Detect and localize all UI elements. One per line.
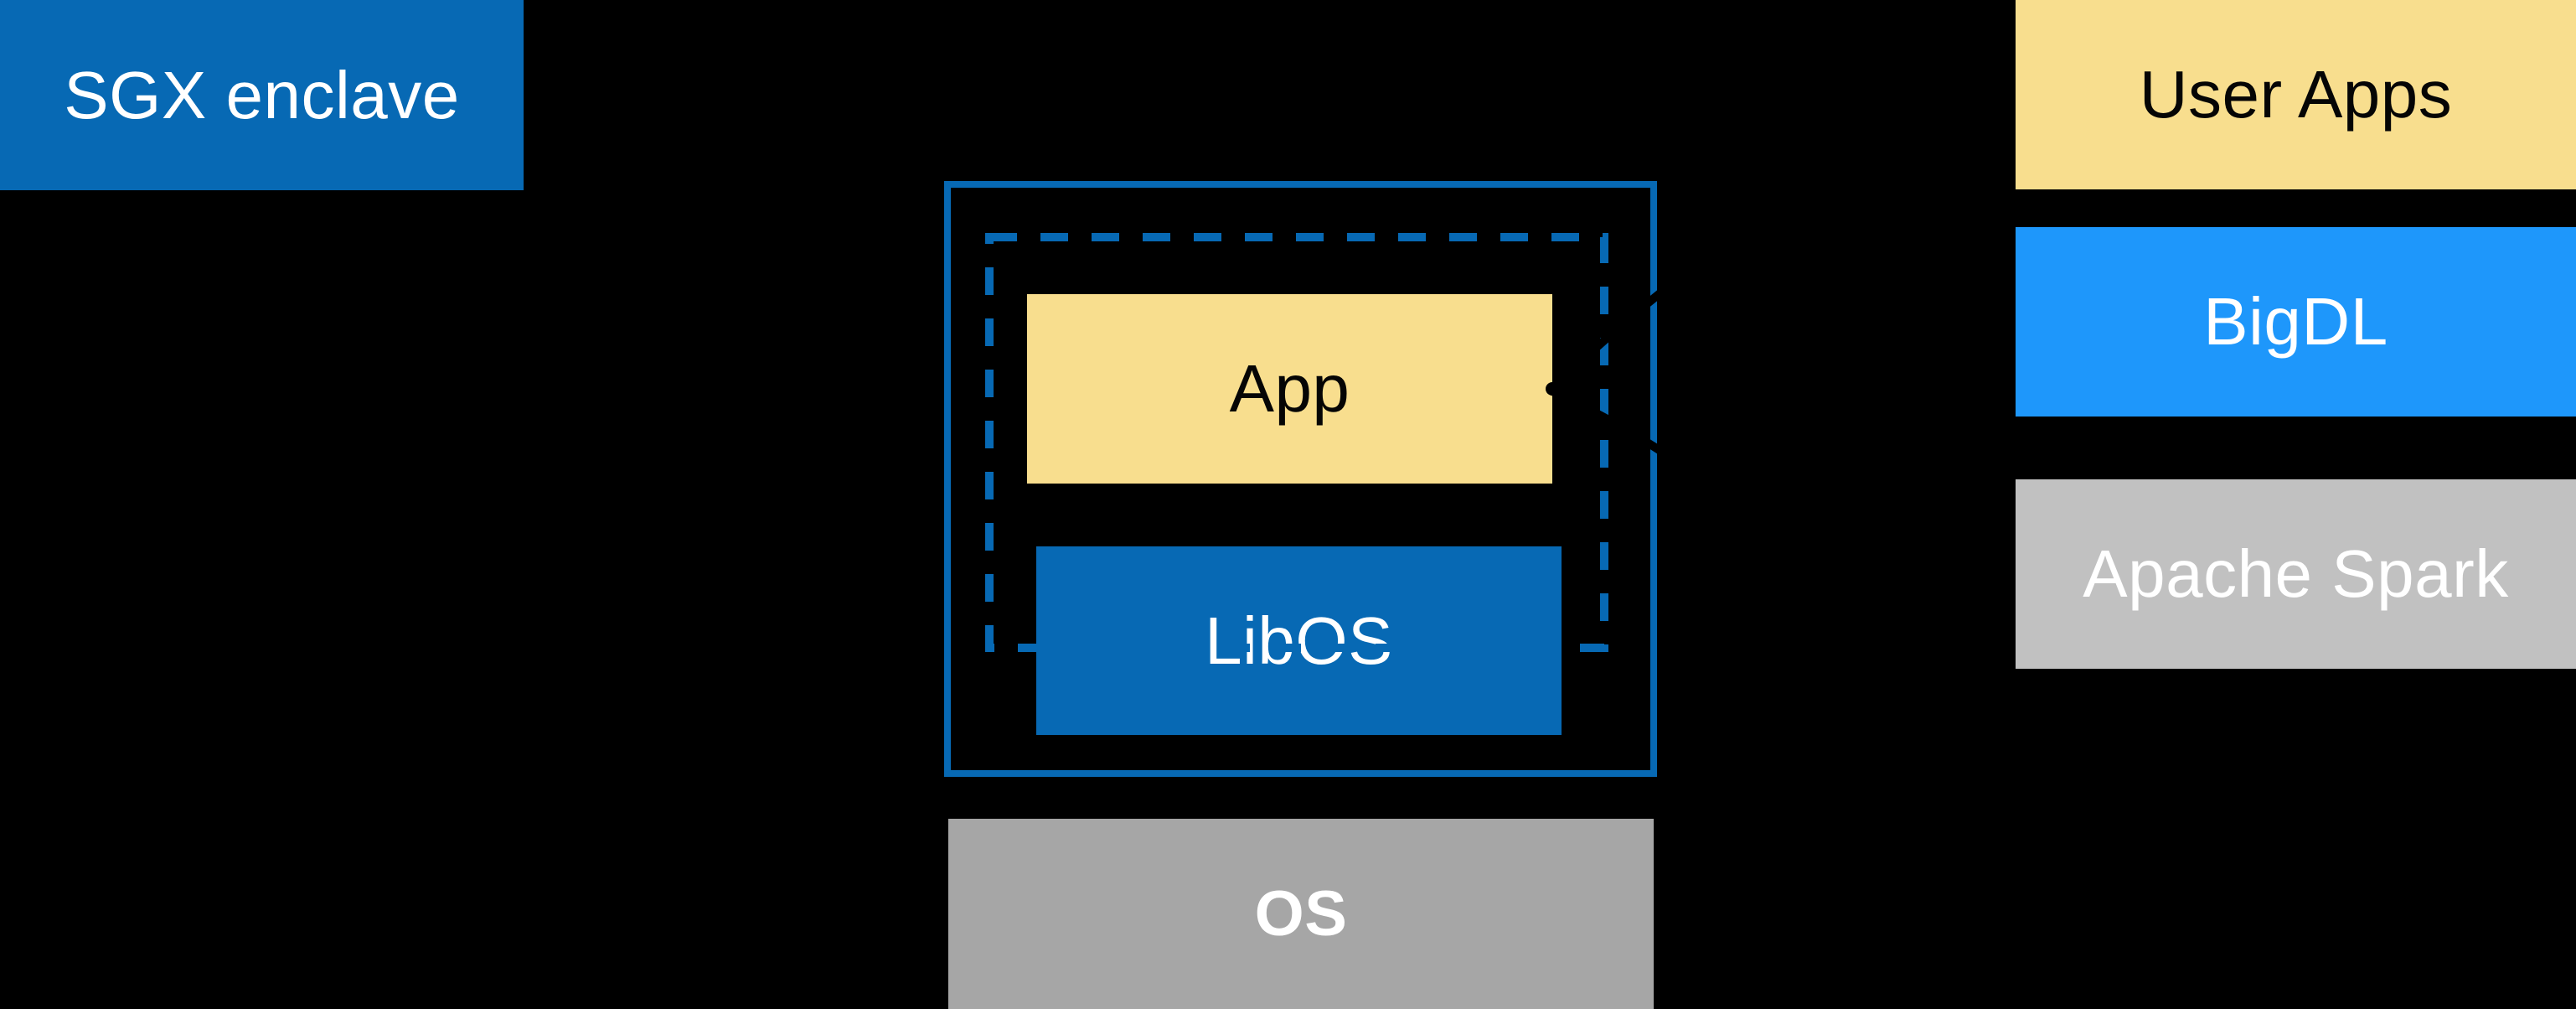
user-apps-label: User Apps: [2139, 57, 2453, 132]
sgx-enclave-label-box: SGX enclave: [0, 0, 524, 190]
app-box: App: [1027, 294, 1552, 484]
os-box: OS: [948, 819, 1654, 1009]
bigdl-box: BigDL: [2016, 227, 2576, 417]
apache-spark-box: Apache Spark: [2016, 479, 2576, 669]
libos-label: LibOS: [1205, 603, 1393, 678]
sgx-enclave-label: SGX enclave: [64, 57, 460, 132]
user-apps-box: User Apps: [2016, 0, 2576, 189]
callout-dot-sgx-label: [516, 509, 529, 522]
libos-box: LibOS: [1036, 546, 1562, 735]
app-label: App: [1229, 351, 1350, 426]
os-label: OS: [1254, 877, 1348, 949]
bigdl-label: BigDL: [2203, 284, 2388, 359]
apache-spark-label: Apache Spark: [2083, 536, 2509, 611]
